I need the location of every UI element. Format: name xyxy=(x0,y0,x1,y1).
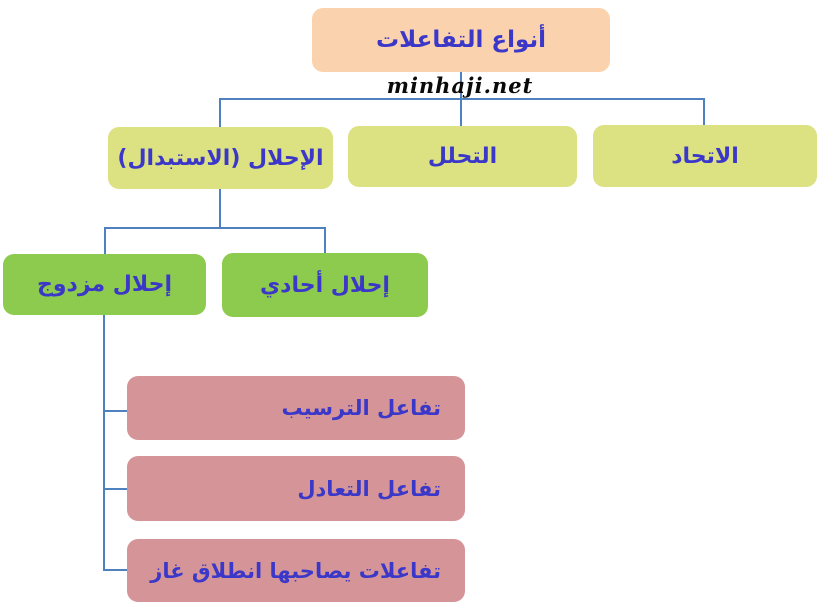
node-decomposition-label: التحلل xyxy=(427,144,498,169)
node-single-replacement: إحلال أحادي xyxy=(222,253,428,317)
connector-stub-neutralization xyxy=(103,488,128,490)
node-types-of-reactions-label: أنواع التفاعلات xyxy=(376,27,546,53)
node-precipitation-reaction-label: تفاعل الترسيب xyxy=(281,396,441,420)
connector-substitution-drop xyxy=(219,189,221,227)
connector-level3-bus xyxy=(104,227,326,229)
connector-drop-single xyxy=(324,227,326,254)
connector-drop-double xyxy=(104,227,106,255)
node-gas-evolution-reactions: تفاعلات يصاحبها انطلاق غاز xyxy=(127,539,465,602)
node-substitution: الإحلال (الاستبدال) xyxy=(108,127,333,189)
node-decomposition: التحلل xyxy=(348,126,577,187)
node-single-replacement-label: إحلال أحادي xyxy=(260,272,390,298)
node-precipitation-reaction: تفاعل الترسيب xyxy=(127,376,465,440)
connector-stub-precipitation xyxy=(103,410,128,412)
node-neutralization-reaction: تفاعل التعادل xyxy=(127,456,465,521)
connector-root-drop xyxy=(460,72,462,99)
node-combination: الاتحاد xyxy=(593,125,817,187)
node-double-replacement: إحلال مزدوج xyxy=(3,254,206,315)
connector-drop-decomposition xyxy=(460,98,462,127)
connector-level2-bus xyxy=(219,98,705,100)
node-neutralization-reaction-label: تفاعل التعادل xyxy=(297,476,441,501)
node-combination-label: الاتحاد xyxy=(671,143,739,169)
node-types-of-reactions: أنواع التفاعلات xyxy=(312,8,610,72)
node-gas-evolution-reactions-label: تفاعلات يصاحبها انطلاق غاز xyxy=(150,558,441,583)
node-double-replacement-label: إحلال مزدوج xyxy=(37,272,172,297)
connector-double-spine xyxy=(103,315,105,571)
connector-stub-gas xyxy=(103,569,128,571)
connector-drop-combination xyxy=(703,98,705,126)
watermark: minhaji.net xyxy=(386,73,534,98)
connector-drop-substitution xyxy=(219,98,221,128)
node-substitution-label: الإحلال (الاستبدال) xyxy=(117,145,324,171)
